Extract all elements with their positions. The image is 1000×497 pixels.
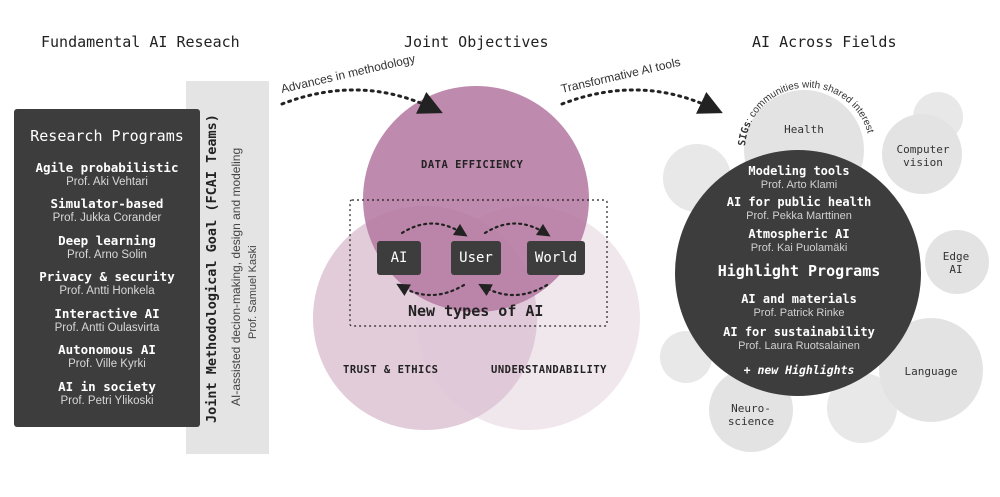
highlight-programs-title: Highlight Programs [717,262,881,280]
field-edge-ai: Edge AI [942,250,970,276]
node-ai: AI [377,241,421,275]
arrow-tools [560,88,723,114]
field-bubble-language [879,318,983,422]
field-health: Health [784,123,824,136]
field-language: Language [904,365,958,378]
research-programs-title: Research Programs [30,127,184,145]
right-column-title: AI Across Fields [752,33,897,51]
understandability-label: UNDERSTANDABILITY [491,364,607,376]
data-efficiency-label: DATA EFFICIENCY [421,159,524,171]
venn-circle-top [363,86,589,312]
node-world: World [527,241,585,275]
field-neuroscience: Neuro- science [727,402,775,428]
node-user: User [451,241,501,275]
new-types-label: New types of AI [408,302,544,320]
methodology-label: Advances in methodology [280,51,417,96]
new-types-dashed-box [349,199,608,327]
tools-label: Transformative AI tools [560,55,682,96]
left-column-title: Fundamental AI Reseach [41,33,240,51]
arrow-world-to-user [478,283,549,297]
arrow-user-to-ai [396,283,466,297]
field-bubble-edge-ai [925,230,989,294]
highlight-programs-circle [675,150,921,396]
arrow-methodology [280,88,443,114]
new-highlights-label: + new Highlights [743,363,855,377]
arrow-user-to-world [483,222,551,237]
field-bubble [827,373,897,443]
field-computer-vision: Computer vision [896,143,950,169]
trust-ethics-label: TRUST & ETHICS [343,364,439,376]
field-bubble-computer-vision [882,114,962,194]
middle-column-title: Joint Objectives [404,33,549,51]
arrow-ai-to-user [400,222,468,237]
